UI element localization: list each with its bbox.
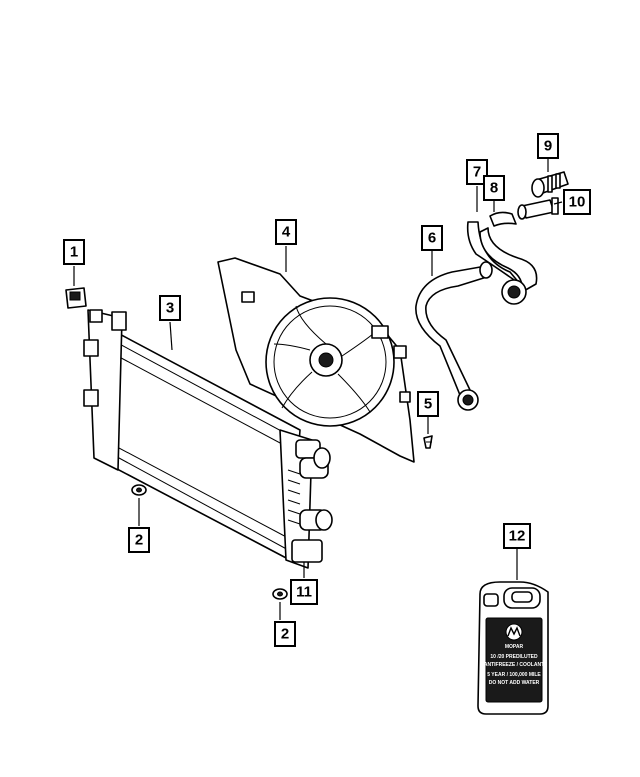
svg-text:8: 8 [490, 180, 498, 197]
svg-text:2: 2 [135, 532, 143, 549]
callout-2-upper: 2 [128, 527, 150, 553]
callout-1: 1 [63, 239, 85, 265]
callout-3: 3 [159, 295, 181, 321]
part-10-hose [517, 197, 559, 220]
radiator [83, 309, 333, 569]
part-9-quick-connector [531, 171, 569, 198]
callout-10: 10 [563, 189, 591, 215]
callout-6: 6 [421, 225, 443, 251]
svg-text:11: 11 [296, 584, 312, 601]
svg-text:1: 1 [70, 244, 78, 261]
svg-text:6: 6 [428, 230, 436, 247]
svg-text:2: 2 [281, 626, 289, 643]
callout-2-lower: 2 [274, 621, 296, 647]
svg-text:3: 3 [166, 300, 174, 317]
svg-text:7: 7 [473, 164, 481, 181]
svg-text:9: 9 [544, 138, 552, 155]
callout-8: 8 [483, 175, 505, 201]
jug-line-4: DO NOT ADD WATER [489, 680, 540, 686]
callout-12: 12 [503, 523, 531, 549]
callout-9: 9 [537, 133, 559, 159]
svg-text:4: 4 [282, 224, 291, 241]
svg-text:5: 5 [424, 396, 432, 413]
callout-5: 5 [417, 391, 439, 417]
part-2-grommet-lower [272, 588, 288, 600]
fan-shroud [217, 257, 415, 463]
jug-label [485, 617, 543, 703]
hose-8-elbow [479, 227, 538, 305]
svg-text:12: 12 [509, 528, 526, 545]
jug-line-3: 5 YEAR / 100,000 MILE [487, 672, 541, 678]
jug-line-2: ANTIFREEZE / COOLANT [484, 662, 544, 668]
svg-text:10: 10 [569, 194, 586, 211]
hose-6 [415, 261, 493, 411]
part-2-grommet-upper [131, 484, 147, 496]
callout-4: 4 [275, 219, 297, 245]
part-5-pin [423, 435, 433, 449]
callout-7: 7 [466, 159, 488, 185]
jug-line-1: 10 /20 PREDILUTED [490, 654, 538, 660]
leader-lines [73, 158, 563, 620]
coolant-jug: MOPAR 10 /20 PREDILUTED ANTIFREEZE / COO… [477, 581, 549, 715]
part-1-bracket [65, 287, 87, 309]
jug-brand: MOPAR [505, 644, 524, 650]
callout-11: 11 [290, 579, 318, 605]
